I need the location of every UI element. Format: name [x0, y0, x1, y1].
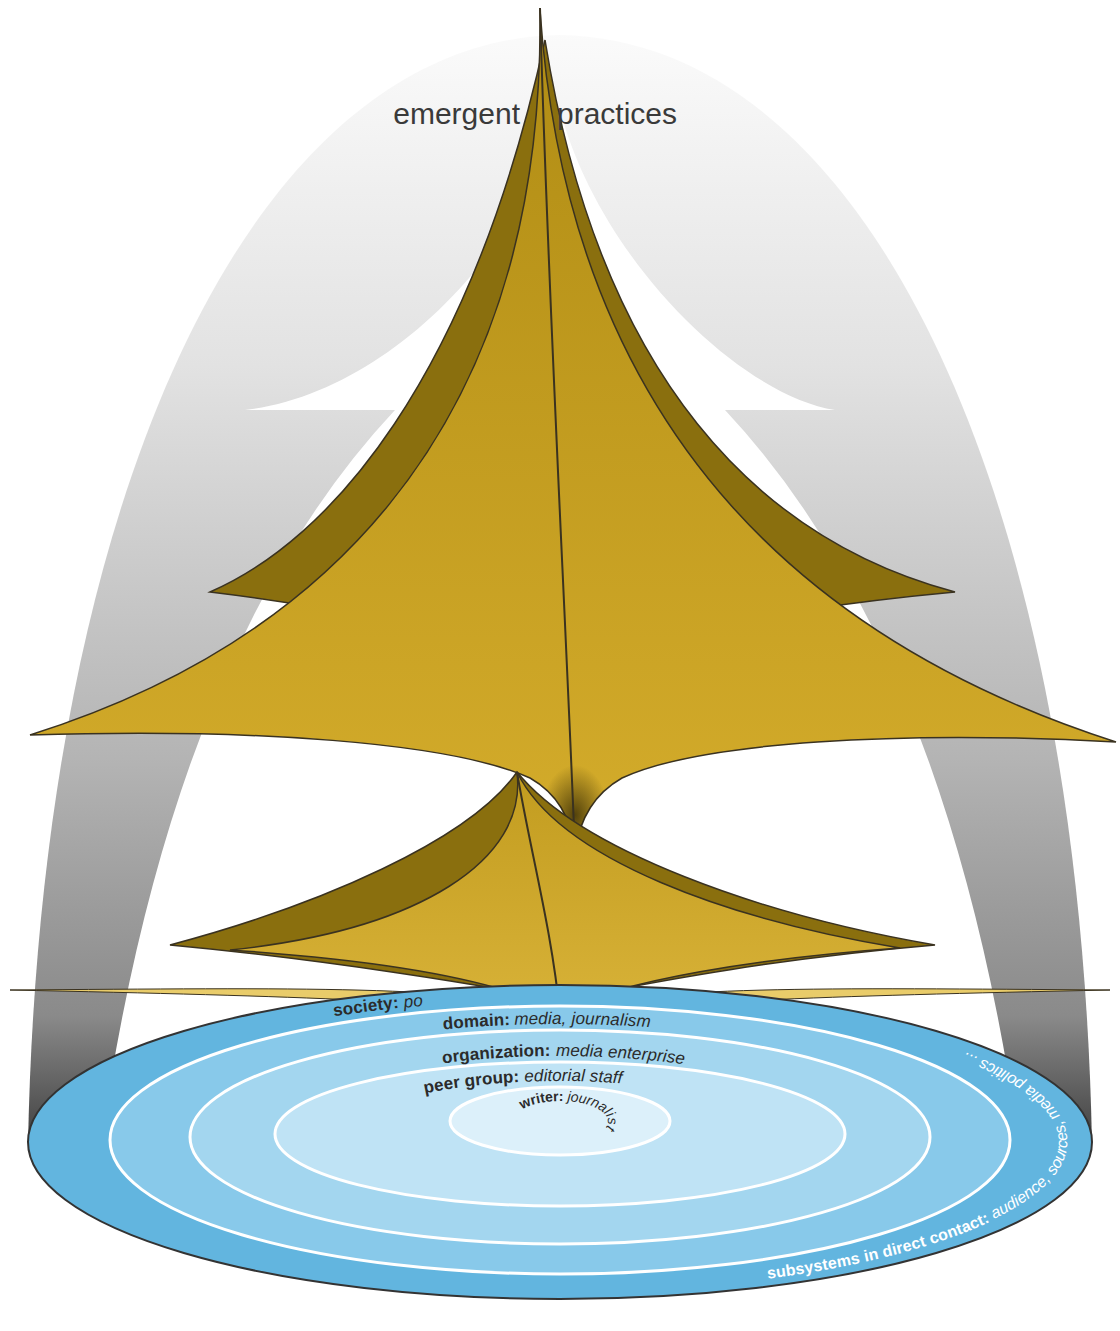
ring-ellipse [28, 985, 1092, 1299]
letter [567, 1010, 572, 1027]
letter: o [552, 1067, 562, 1084]
ring-detail: journalist [566, 1088, 621, 1135]
letter: r [452, 1074, 461, 1092]
letter: d [579, 1042, 589, 1059]
letter: s [589, 1068, 598, 1085]
letter: a [593, 1043, 603, 1060]
letter: r [595, 1011, 601, 1028]
letter: l [581, 1067, 585, 1084]
letter: a [603, 1068, 613, 1086]
letter: r [562, 1067, 568, 1084]
letter: n [601, 1011, 611, 1028]
letter: : [558, 1089, 563, 1103]
letter: p [403, 993, 414, 1011]
letter: u [492, 1069, 504, 1087]
letter: t [598, 1068, 604, 1085]
lower-ridge [517, 772, 560, 1015]
letter: d [534, 1067, 544, 1084]
letter: e [631, 1045, 642, 1063]
letter: a [610, 1011, 620, 1028]
upper-front-sheet [30, 10, 1116, 852]
letter: , [562, 1010, 567, 1027]
heading-label: practices [557, 96, 677, 132]
letter: r [553, 1089, 559, 1103]
letter: e [607, 1043, 617, 1060]
letter: n [617, 1044, 628, 1062]
letter: z [495, 1044, 505, 1062]
letter: : [504, 1011, 510, 1028]
lower-front-sheet [230, 772, 900, 1012]
letter: p [502, 1068, 513, 1086]
ring-heading: organization: [440, 1041, 551, 1067]
letter: m [463, 1013, 479, 1031]
letter: f [617, 1069, 623, 1086]
letter [602, 1043, 608, 1060]
letter: d [442, 1015, 454, 1033]
letter: a [478, 1012, 488, 1030]
ring-detail: media enterprise [555, 1041, 687, 1068]
ring-band: society:posubsystems in direct contact:a… [28, 985, 1092, 1299]
letter: e [544, 1089, 553, 1104]
ring-band: organization:media enterprisepeer group:… [190, 1030, 930, 1244]
letter: l [620, 1011, 625, 1028]
upper-ridge [540, 8, 575, 852]
letter: d [538, 1010, 548, 1027]
letter: m [636, 1012, 651, 1030]
letter: g [464, 1072, 476, 1090]
letter: m [514, 1010, 529, 1027]
letter: a [571, 1067, 581, 1084]
ring-detail: editorial staff [523, 1066, 624, 1087]
ring-detail: audience, sources, media politics ... [959, 1048, 1072, 1223]
ring-ellipse [190, 1030, 930, 1244]
heading-label: emergent [393, 96, 520, 132]
ring-heading: society: [331, 993, 400, 1020]
ring-heading: subsystems in direct contact: [765, 1209, 992, 1283]
letter: t [604, 1124, 618, 1134]
letter: e [524, 1067, 534, 1084]
letter: : [545, 1042, 551, 1059]
letter: s [628, 1012, 637, 1029]
letter: i [548, 1010, 552, 1027]
letter: i [519, 1043, 524, 1060]
letter: o [524, 1042, 535, 1059]
letter: i [589, 1042, 593, 1059]
ring-heading: peer group: [421, 1067, 521, 1098]
letter: n [534, 1042, 545, 1059]
letter: i [488, 1012, 494, 1029]
ring-band: peer group:editorial staffwriter:journal… [275, 1062, 845, 1206]
ring-detail: po [402, 991, 425, 1012]
letter: o [412, 992, 423, 1010]
letter: g [459, 1046, 471, 1064]
letter: o [452, 1014, 464, 1032]
letter: o [481, 1070, 493, 1088]
ring-ellipse [110, 1006, 1010, 1274]
letter: i [567, 1067, 571, 1084]
ring-band: writer:journalist [450, 1087, 670, 1155]
letter: t [547, 1067, 552, 1084]
letter: e [570, 1042, 580, 1059]
ring-band: domain:media, journalismorganization:med… [110, 1006, 1010, 1274]
letter: n [493, 1011, 504, 1028]
letter: a [503, 1043, 513, 1060]
letter: u [585, 1010, 595, 1027]
letter: a [469, 1045, 480, 1063]
letter: n [479, 1045, 491, 1063]
letter: : [513, 1068, 520, 1085]
ring-detail: media, journalism [513, 1009, 652, 1031]
letter: a [552, 1010, 562, 1027]
letter: m [556, 1042, 570, 1059]
letter: j [572, 1010, 576, 1027]
letter: o [576, 1010, 586, 1027]
letter: : [392, 994, 399, 1012]
ring-heading: writer: [516, 1088, 565, 1112]
letter: i [543, 1067, 547, 1084]
letter: e [674, 1049, 686, 1067]
ring-ellipse [275, 1062, 845, 1206]
ring-ellipse [450, 1087, 670, 1155]
letter: t [513, 1043, 519, 1060]
letter [585, 1067, 590, 1084]
letter: e [529, 1010, 539, 1027]
ring-heading: domain: [441, 1010, 511, 1033]
